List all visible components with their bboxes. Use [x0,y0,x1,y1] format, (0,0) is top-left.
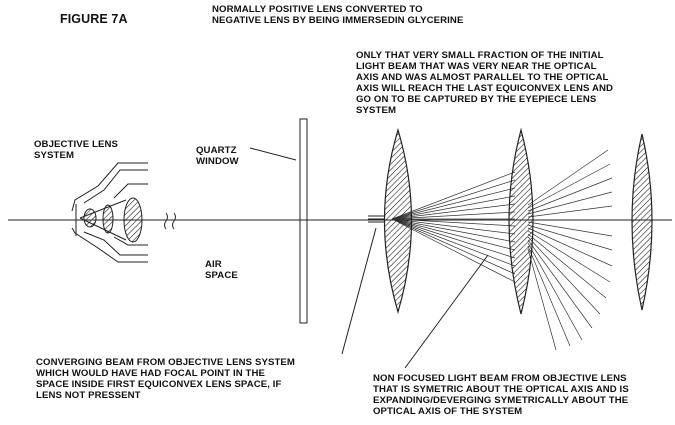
annotation-small-fraction: ONLY THAT VERY SMALL FRACTION OF THE INI… [356,50,614,116]
converging-beam-leader [341,227,377,355]
annotation-non-focused-beam: NON FOCUSED LIGHT BEAM FROM OBJECTIVE LE… [373,373,629,417]
equiconvex-lens-3 [631,133,653,311]
equiconvex-lens-1 [383,127,413,315]
non-focused-beam-leader [404,254,489,369]
quartz-window-leader [249,147,297,161]
annotation-converging-beam: CONVERGING BEAM FROM OBJECTIVE LENS SYST… [36,357,295,401]
objective-lens-housing [71,162,148,263]
diverging-beam [391,171,516,283]
quartz-window [299,118,308,324]
exit-rays [527,149,613,351]
equiconvex-lens-2 [508,127,534,315]
converging-beam-stub [368,215,385,223]
axis-break-marks [164,212,176,230]
label-objective-lens-system: OBJECTIVE LENS SYSTEM [34,139,119,161]
diagram-title: NORMALLY POSITIVE LENS CONVERTED TO NEGA… [212,4,464,26]
label-air-space: AIR SPACE [205,259,238,281]
figure-label: FIGURE 7A [60,12,128,26]
label-quartz-window: QUARTZ WINDOW [196,145,239,167]
objective-lens-elements [79,197,143,243]
